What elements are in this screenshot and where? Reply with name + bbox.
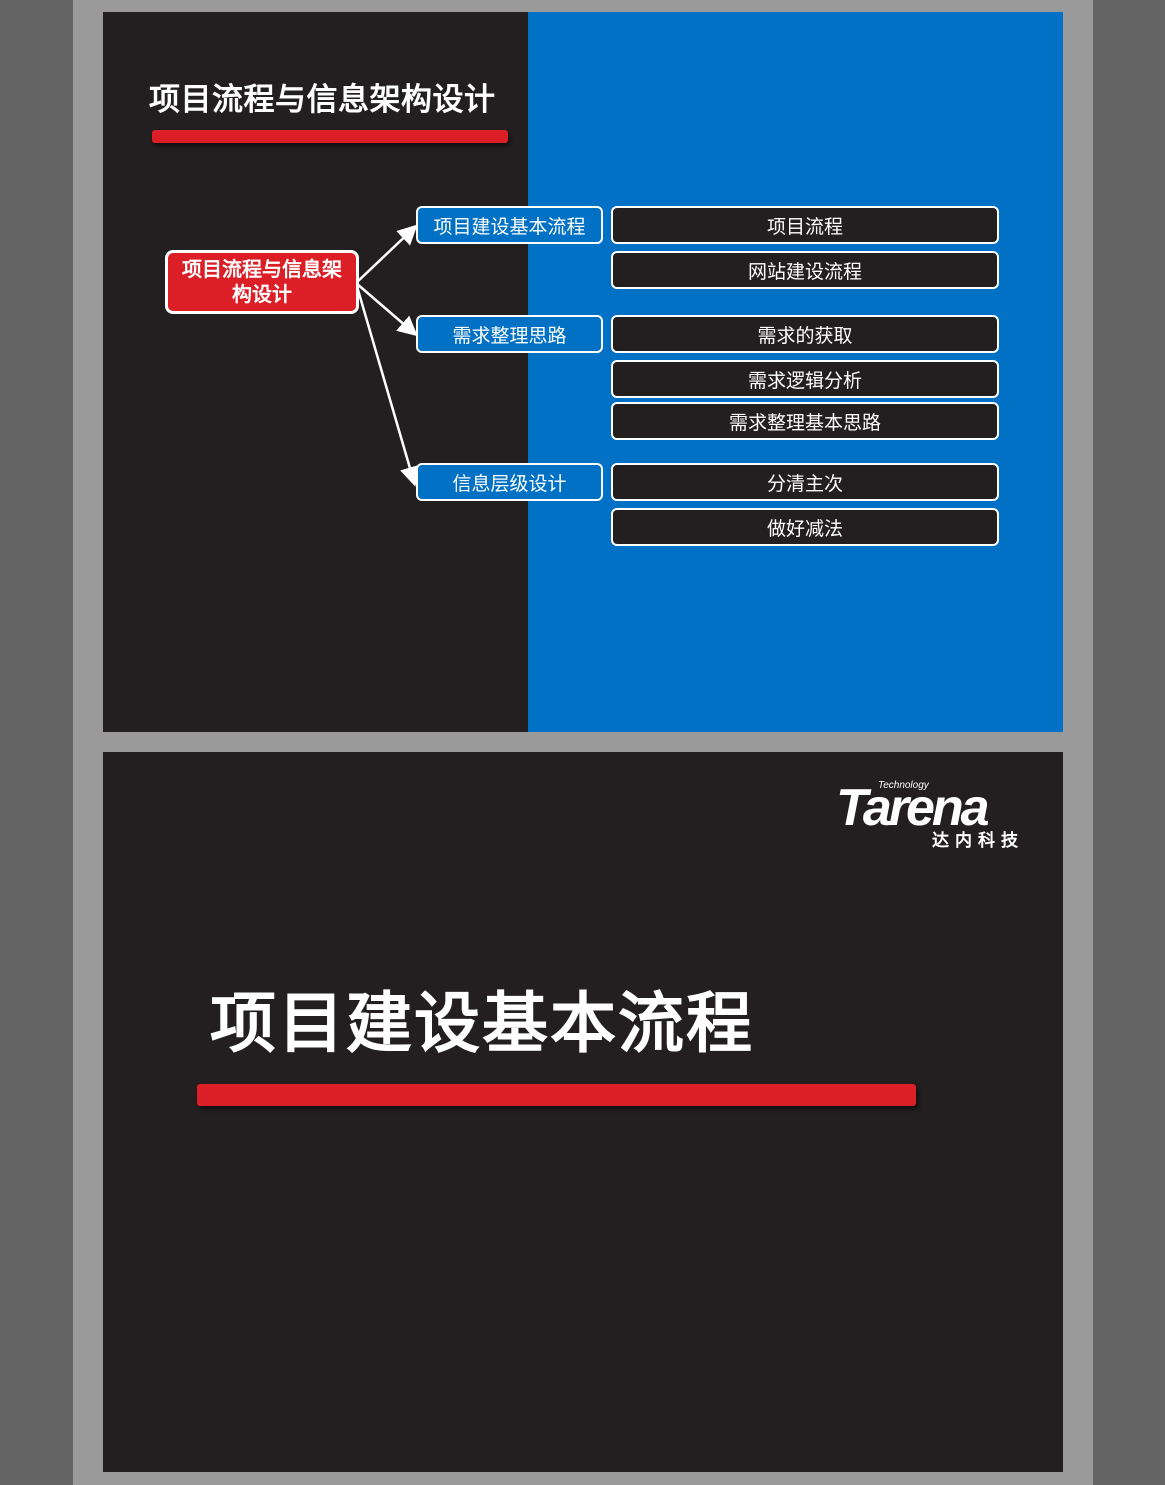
slide-title: 项目流程与信息架构设计 (149, 82, 496, 118)
leaf-node: 需求逻辑分析 (611, 360, 999, 398)
logo-chinese-name: 达内科技 (932, 831, 1024, 851)
branch-node-info-hierarchy: 信息层级设计 (416, 463, 603, 501)
logo-wordmark: Tarena (836, 779, 990, 837)
connector-arrow (355, 224, 418, 284)
leaf-node: 分清主次 (611, 463, 999, 501)
connector-arrow (355, 282, 418, 337)
section-title-underline-bar (197, 1084, 916, 1106)
section-title: 项目建设基本流程 (210, 985, 754, 1062)
logo-technology-tag: Technology (878, 780, 929, 791)
tarena-logo: Tarena Technology 达内科技 (836, 776, 1036, 851)
leaf-node: 网站建设流程 (611, 251, 999, 289)
leaf-node: 项目流程 (611, 206, 999, 244)
branch-node-requirements: 需求整理思路 (416, 315, 603, 353)
leaf-node: 需求的获取 (611, 315, 999, 353)
slide-1: 项目流程与信息架构设计 项目流程与信息架构设计 项目建设基本流程 需求整理思路 … (103, 12, 1063, 732)
leaf-node: 需求整理基本思路 (611, 402, 999, 440)
mindmap-root-node: 项目流程与信息架构设计 (165, 250, 359, 314)
connector-arrow (354, 282, 420, 487)
slide-2: Tarena Technology 达内科技 项目建设基本流程 (103, 752, 1063, 1472)
root-node-label: 项目流程与信息架构设计 (182, 257, 342, 306)
title-underline-bar (152, 130, 508, 143)
mindmap-connectors (354, 224, 420, 487)
leaf-node: 做好减法 (611, 508, 999, 546)
branch-node-project-process: 项目建设基本流程 (416, 206, 603, 244)
